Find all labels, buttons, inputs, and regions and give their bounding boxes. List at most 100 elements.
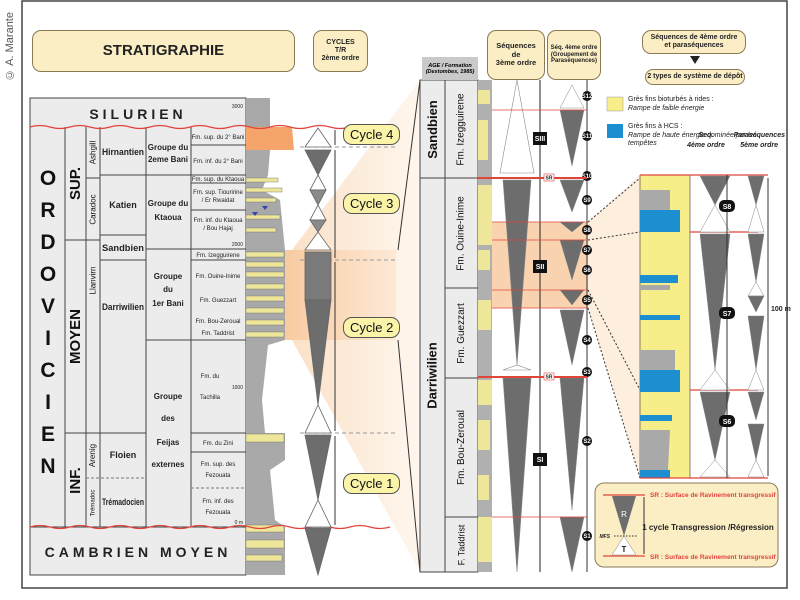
cycle-2-label: Cycle 2 [343, 317, 401, 338]
group-bani1-l1: Groupe [154, 272, 183, 281]
fm-sup-fezouata-l2: Fezouata [205, 473, 231, 479]
right-fm-izegguirene: Fm. Izegguirene [445, 80, 478, 178]
group-bani2-l2: 2eme Bani [148, 155, 188, 164]
series-sup: SUP. [65, 127, 86, 240]
legend-swatch-blue [607, 124, 623, 138]
transgression-label: T [622, 545, 627, 554]
depth-ticks: 3000 2000 1000 0 m [232, 104, 243, 526]
fm-inf-bani2: Fm. inf. du 2° Bani [193, 159, 242, 165]
subseries-arenig: Arenig [86, 433, 100, 478]
stage-tremadocien: Trémadocien [102, 497, 144, 507]
fm-sup-fezouata-l1: Fm. sup. des [201, 462, 236, 468]
cycle-legend-box: R T MFS SR : Surface de Ravinement trans… [594, 482, 779, 568]
page-title: STRATIGRAPHIE [32, 30, 295, 72]
regression-label: R [621, 510, 627, 519]
fm-inf-ktaoua-l2: / Bou Hajaj [203, 226, 232, 232]
group-labels: Groupe du 2eme Bani Groupe du Ktaoua Gro… [148, 143, 189, 469]
right-fm-bou-zeroual: Fm. Bou-Zeroual [445, 378, 478, 517]
series-moyen: MOYEN [65, 240, 86, 433]
funnel-edge-top [397, 79, 421, 251]
subseries-tremadoc-label: Trémadoc [90, 489, 97, 516]
seq4-header-l3: Paraséquences) [550, 58, 598, 65]
group-feijas-l4: externes [152, 460, 185, 469]
seq-SIII: SIII [535, 136, 546, 143]
fm-sup-bani2: Fm. sup. du 2° Bani [192, 135, 245, 141]
group-bani1-l3: 1er Bani [152, 299, 184, 308]
funnel-edge-bottom [397, 339, 421, 573]
seq-S12: S12 [582, 94, 593, 100]
mfs-label: MFS [599, 534, 610, 540]
right-stage-darriwilien: Darriwilien [420, 178, 445, 572]
fourth-order-box: Séquences de 4ème ordre et paraséquences [642, 30, 746, 54]
seq4-header: Séq. 4ème ordre (Groupement de Paraséque… [547, 30, 601, 80]
series-inf: INF. [65, 433, 86, 527]
fm-guezzart: Fm. Guezzart [200, 298, 237, 304]
fm-sup-ktaoua: Fm. sup. du Ktaoua [192, 177, 245, 183]
detail-funnel [588, 175, 640, 478]
outer-frame [21, 0, 788, 589]
series-sup-label: SUP. [67, 166, 85, 201]
detail-para-header-l2: 5ème ordre [740, 142, 778, 149]
fm-bou-zeroual: Fm. Bou-Zeroual [195, 319, 240, 325]
legend-swatch-yellow [606, 96, 624, 112]
detail-seq-labels: S8 S7 S6 [719, 200, 735, 427]
seq-S2: S2 [583, 439, 591, 445]
fm-inf-ktaoua-l1: Fm. inf. du Ktaoua [193, 218, 243, 224]
right-fm-guezzart: Fm. Guezzart [445, 288, 478, 378]
fm-ouine-inime: Fm. Ouine-Inime [196, 274, 241, 280]
formation-labels: Fm. sup. du 2° Bani Fm. inf. du 2° Bani … [192, 135, 245, 516]
seq-SII: SII [536, 264, 545, 271]
cycle-4-label: Cycle 4 [343, 124, 401, 145]
fm-inf-fezouata-l1: Fm. inf. des [202, 499, 233, 505]
legend-yellow-desc: Rampe de faible énergie [628, 105, 705, 112]
cycles-header-l3: 2ème ordre [321, 55, 360, 63]
seq3-header-l2: de [511, 49, 521, 59]
seq4-header-l2: (Groupement de [550, 51, 598, 58]
right-fm-izegguirene-label: Fm. Izegguirene [456, 92, 468, 166]
seq3-header-l1: Séquences [496, 41, 536, 51]
cycle-legend-title: 1 cycle Transgression /Régression [642, 523, 774, 532]
sr-bottom-label: SR : Surface de Ravinement transgressif [650, 554, 777, 561]
age-formation-header-l2: (Destombes, 1985) [425, 68, 475, 75]
right-fm-ouine: Fm. Ouine-Inime [445, 178, 478, 288]
seq-SI: SI [537, 457, 544, 464]
sr-tag: SR [546, 176, 553, 182]
cycles-header-l1: CYCLES [326, 38, 355, 46]
right-fm-bou-zeroual-label: Fm. Bou-Zeroual [456, 409, 467, 486]
group-feijas-l1: Groupe [154, 392, 183, 401]
correlation-lines [587, 177, 641, 479]
cycle-3-label: Cycle 3 [343, 193, 401, 214]
fm-tachilla-l1: Fm. du [201, 374, 220, 380]
right-stage-sandbien-label: Sandbien [425, 99, 441, 159]
right-stage-darriwilien-label: Darriwilien [425, 341, 440, 409]
fm-tiouririne-l1: Fm. sup. Tiouririne [193, 190, 243, 196]
seq-S5: S5 [583, 298, 591, 304]
sr-tags-right: SR SR [543, 173, 555, 381]
seq-S6: S6 [583, 268, 591, 274]
system-ordovicien: ORDOVICIEN [36, 167, 60, 487]
age-formation-header-l1: AGE / Formation [428, 62, 472, 69]
sr-lines-right [478, 109, 587, 518]
depth-3000: 3000 [232, 104, 243, 110]
fourth-order-labels: S1 S2 S3 S4 S5 S6 S7 S8 S9 S10 S11 S12 [582, 91, 593, 541]
fm-taddrist: Fm. Taddrist [202, 331, 235, 337]
seq-S7: S7 [583, 248, 591, 254]
depth-2000: 2000 [232, 242, 243, 248]
group-bani2-l1: Groupe du [148, 143, 189, 152]
series-moyen-label: MOYEN [67, 308, 85, 365]
fm-tiouririne-l2: / Er Rwaidat [202, 198, 235, 204]
series-inf-label: INF. [67, 466, 85, 494]
seq-S3: S3 [583, 370, 591, 376]
stage-labels: Hirnantien Katien Sandbien Darriwilien F… [102, 147, 144, 507]
right-strat-column [419, 79, 492, 573]
lithology-column-left [245, 98, 294, 575]
stage-darriwilien: Darriwilien [102, 302, 144, 312]
group-bani1-l2: du [163, 285, 173, 294]
sr-tag: SR [546, 375, 553, 381]
right-stage-sandbien: Sandbien [420, 80, 445, 178]
subseries-ashgill-label: Ashgill [88, 140, 98, 165]
seq3-header: Séquences de 3ème ordre [487, 30, 545, 80]
legend-blue-title: Grès fins à HCS : [628, 123, 683, 130]
silurien-label: SILURIEN [89, 106, 186, 122]
